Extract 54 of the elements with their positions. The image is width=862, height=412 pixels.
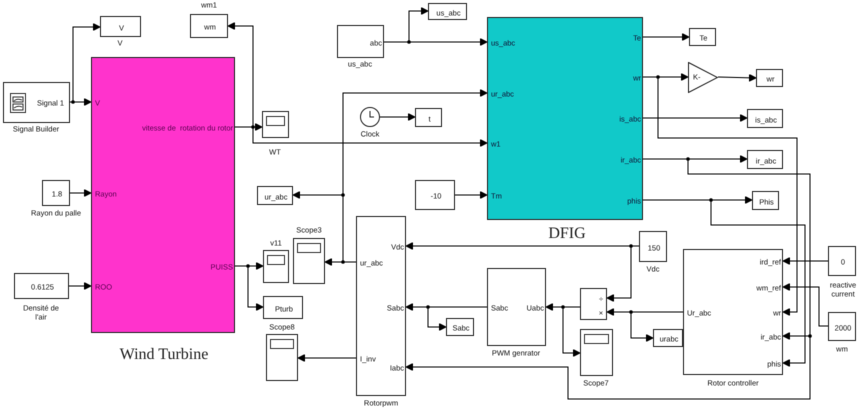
scope-block <box>262 111 289 138</box>
signal-builder-block <box>3 82 70 123</box>
goto-tag <box>100 16 141 37</box>
scope-block <box>580 329 613 376</box>
constant-block <box>828 312 856 341</box>
constant-block <box>828 246 856 276</box>
clock-icon <box>360 107 380 127</box>
signal-line <box>70 189 92 197</box>
goto-tag <box>257 186 293 205</box>
source-block <box>337 25 384 58</box>
signal-line <box>380 113 416 121</box>
signal-line <box>782 257 828 265</box>
goto-tag <box>756 69 783 87</box>
goto-tag <box>428 3 467 20</box>
scope-block <box>266 334 298 381</box>
subsystem-block <box>487 268 546 346</box>
scope-block <box>263 250 289 283</box>
product-block <box>580 288 607 320</box>
constant-block <box>639 231 667 262</box>
goto-tag <box>747 150 783 169</box>
signal-line <box>630 312 684 342</box>
signal-line <box>384 7 428 42</box>
goto-tag <box>747 109 783 128</box>
goto-tag <box>415 108 442 127</box>
signal-line <box>228 22 254 128</box>
signal-line <box>68 282 92 290</box>
constant-block <box>415 180 455 210</box>
signal-line <box>234 266 264 311</box>
goto-tag <box>689 28 716 46</box>
display-block <box>190 14 228 38</box>
constant-block <box>42 180 70 206</box>
signal-line <box>718 74 756 82</box>
signal-line <box>70 23 100 102</box>
block-title: DFIG <box>548 226 586 242</box>
constant-block <box>14 273 69 299</box>
signal-line <box>324 258 356 266</box>
goto-tag <box>653 329 683 347</box>
subsystem-block <box>683 249 783 375</box>
goto-tag <box>446 318 474 336</box>
signal-line <box>642 114 748 122</box>
signal-line <box>606 246 640 302</box>
signal-line <box>298 354 356 362</box>
signal-line <box>342 89 488 262</box>
signal-line <box>454 191 488 199</box>
block-title: Wind Turbine <box>120 347 208 363</box>
signal-line <box>782 283 828 326</box>
goto-tag <box>752 191 779 210</box>
signal-line <box>428 306 488 331</box>
signal-line <box>406 158 810 400</box>
signal-line <box>562 306 580 357</box>
signal-line <box>642 33 690 41</box>
scope-block <box>293 238 325 284</box>
subsystem-block <box>356 216 406 396</box>
goto-tag <box>263 296 303 319</box>
